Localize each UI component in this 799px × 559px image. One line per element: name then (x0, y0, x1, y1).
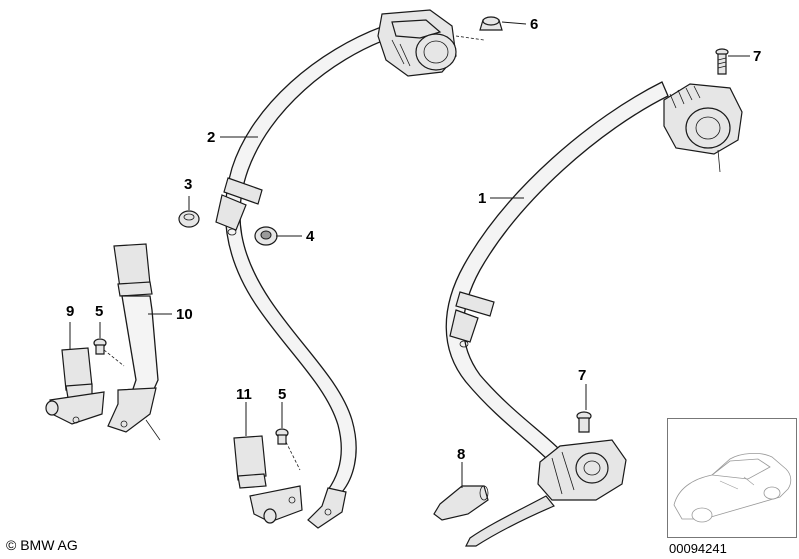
callout-8: 8 (457, 446, 466, 463)
tensioner-lower (465, 439, 627, 547)
car-outline-icon (673, 453, 792, 523)
callout-7-upper: 7 (753, 48, 762, 65)
retractor-upper (377, 9, 485, 77)
copyright-text: © BMW AG (6, 537, 78, 553)
callout-1: 1 (478, 190, 487, 207)
callout-6: 6 (530, 16, 539, 33)
buckle-part-11 (233, 435, 303, 524)
diagram-part-number: 00094241 (669, 541, 727, 556)
buckle-part-10 (107, 243, 161, 441)
seat-belt-part-2 (215, 25, 391, 529)
callout-4: 4 (306, 228, 315, 245)
callout-2: 2 (207, 129, 216, 146)
ring-part-4 (254, 226, 278, 246)
callout-7-lower: 7 (578, 367, 587, 384)
seat-belt-part-1 (445, 81, 669, 461)
callout-5-left: 5 (95, 303, 104, 320)
cap-part-3 (178, 210, 200, 228)
vehicle-thumbnail (667, 418, 797, 538)
callout-9: 9 (66, 303, 75, 320)
callout-5-middle: 5 (278, 386, 287, 403)
callout-10: 10 (176, 306, 193, 323)
bolt-part-7-lower (576, 411, 592, 433)
sleeve-part-8 (433, 485, 489, 521)
screw-part-5-left (93, 338, 125, 367)
retractor-right (663, 83, 743, 173)
grommet-part-6 (479, 16, 503, 31)
bolt-part-7-upper (715, 48, 729, 75)
leader-lines (69, 21, 750, 488)
buckle-part-9 (45, 347, 105, 425)
callout-3: 3 (184, 176, 193, 193)
screw-part-5-middle (275, 428, 301, 471)
callout-11: 11 (236, 386, 252, 403)
